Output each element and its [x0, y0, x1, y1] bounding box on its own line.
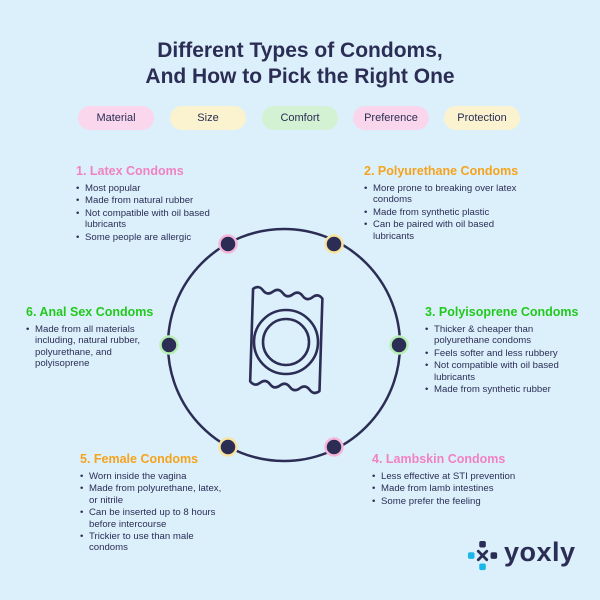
list-item: Made from all materials including, natur… — [26, 324, 158, 370]
section-lambskin: 4. Lambskin Condoms Less effective at ST… — [372, 452, 522, 508]
node-lambskin — [324, 437, 344, 457]
section-polyisoprene: 3. Polyisoprene Condoms Thicker & cheape… — [425, 305, 579, 396]
bullet-list: Made from all materials including, natur… — [26, 324, 158, 370]
section-anal: 6. Anal Sex Condoms Made from all materi… — [26, 305, 158, 371]
node-female — [218, 437, 238, 457]
pill-protection: Protection — [444, 106, 520, 130]
list-item: Made from synthetic plastic — [364, 207, 524, 219]
list-item: Not compatible with oil based lubricants — [76, 208, 226, 231]
condom-ring-inner — [261, 317, 311, 367]
list-item: Some prefer the feeling — [372, 496, 522, 508]
list-item: Feels softer and less rubbery — [425, 348, 575, 360]
section-female: 5. Female Condoms Worn inside the vagina… — [80, 452, 230, 555]
node-anal — [159, 335, 179, 355]
pill-comfort: Comfort — [262, 106, 338, 130]
list-item: Most popular — [76, 183, 226, 195]
condom-ring-outer — [252, 308, 320, 376]
brand-logo-text: yoxly — [504, 537, 576, 567]
category-pills: Material Size Comfort Preference Protect… — [0, 106, 600, 130]
bullet-list: Less effective at STI prevention Made fr… — [372, 471, 522, 508]
list-item: Some people are allergic — [76, 232, 226, 244]
list-item: Thicker & cheaper than polyurethane cond… — [425, 324, 575, 347]
bullet-list: More prone to breaking over latex condom… — [364, 183, 524, 242]
list-item: Made from synthetic rubber — [425, 384, 575, 396]
bullet-list: Worn inside the vagina Made from polyure… — [80, 471, 230, 554]
bullet-list: Most popular Made from natural rubber No… — [76, 183, 226, 243]
section-heading: 4. Lambskin Condoms — [372, 452, 506, 466]
pill-material: Material — [78, 106, 154, 130]
list-item: Made from natural rubber — [76, 195, 226, 207]
page-title: Different Types of Condoms, And How to P… — [0, 38, 600, 90]
list-item: Not compatible with oil based lubricants — [425, 360, 575, 383]
section-polyurethane: 2. Polyurethane Condoms More prone to br… — [364, 164, 524, 243]
section-heading: 1. Latex Condoms — [76, 164, 184, 178]
section-heading: 2. Polyurethane Condoms — [364, 164, 519, 178]
condom-wrapper-icon — [248, 285, 324, 395]
pill-preference: Preference — [353, 106, 429, 130]
list-item: Trickier to use than male condoms — [80, 531, 230, 554]
section-heading: 6. Anal Sex Condoms — [26, 305, 154, 319]
node-polyurethane — [324, 234, 344, 254]
title-line-1: Different Types of Condoms, — [157, 39, 443, 62]
section-heading: 3. Polyisoprene Condoms — [425, 305, 579, 319]
section-latex: 1. Latex Condoms Most popular Made from … — [76, 164, 226, 244]
list-item: More prone to breaking over latex condom… — [364, 183, 524, 206]
bullet-list: Thicker & cheaper than polyurethane cond… — [425, 324, 575, 396]
section-heading: 5. Female Condoms — [80, 452, 199, 466]
list-item: Can be paired with oil based lubricants — [364, 219, 524, 242]
list-item: Can be inserted up to 8 hours before int… — [80, 507, 230, 530]
list-item: Less effective at STI prevention — [372, 471, 522, 483]
plus-cross-icon — [467, 540, 498, 571]
list-item: Worn inside the vagina — [80, 471, 230, 483]
pill-size: Size — [170, 106, 246, 130]
title-line-2: And How to Pick the Right One — [145, 65, 455, 88]
list-item: Made from lamb intestines — [372, 483, 522, 495]
list-item: Made from polyurethane, latex, or nitril… — [80, 483, 230, 506]
orbit-circle — [166, 227, 402, 463]
node-polyisoprene — [389, 335, 409, 355]
